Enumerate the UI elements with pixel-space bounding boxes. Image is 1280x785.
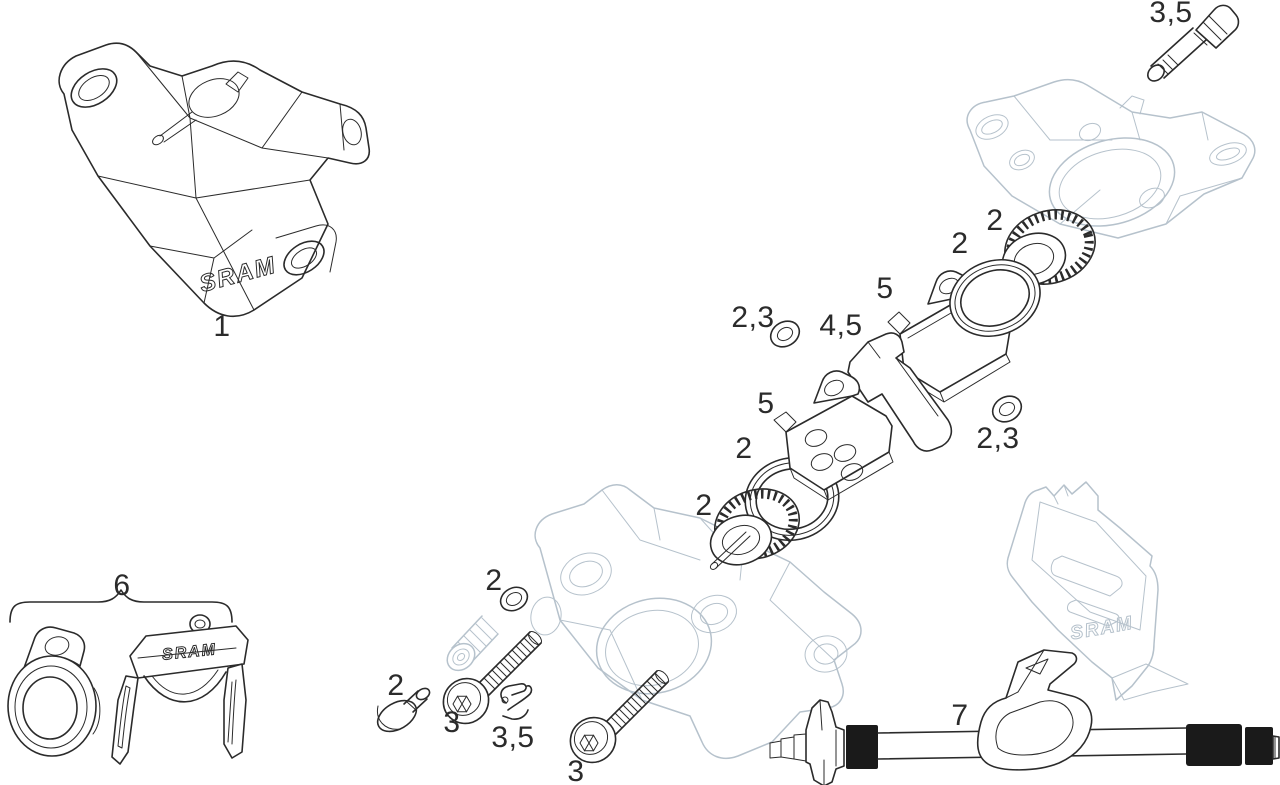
part-piston-seal-upper bbox=[949, 259, 1041, 337]
callout-pad-spacer-kit: 6 bbox=[113, 569, 130, 602]
callout-brake-pad-right: 5 bbox=[876, 272, 893, 305]
part-brake-pad-left bbox=[773, 370, 894, 501]
part-pad-spacer-kit bbox=[7, 589, 249, 765]
callout-piston-upper: 2 bbox=[986, 204, 1003, 237]
knurled-collar bbox=[846, 725, 878, 769]
callout-pad-pin-bolt: 3,5 bbox=[1149, 0, 1192, 29]
part-caliper-half-outer bbox=[966, 78, 1256, 239]
callout-brake-pad-left: 5 bbox=[757, 387, 774, 420]
callout-pin-plug: 2 bbox=[387, 669, 404, 702]
backplate-hole bbox=[804, 429, 828, 447]
pushrod bbox=[159, 111, 197, 143]
banjo-fitting bbox=[342, 118, 362, 146]
part-mount-bolt-1 bbox=[442, 631, 542, 725]
part-washer-left bbox=[769, 320, 801, 348]
coupler-body bbox=[1186, 724, 1242, 766]
bore-opening bbox=[595, 597, 713, 695]
bolt-head bbox=[442, 677, 490, 725]
part-caliper-assembly bbox=[58, 42, 371, 318]
piston-knurl bbox=[716, 489, 798, 559]
part-pad-pin-bolt bbox=[1147, 4, 1240, 82]
callout-mount-bolt-2: 3 bbox=[567, 755, 584, 785]
threaded-tip bbox=[1272, 735, 1280, 760]
mount-ear-hole bbox=[975, 114, 1009, 140]
part-piston-lower bbox=[709, 488, 801, 570]
part-bleed-hose-assembly bbox=[769, 649, 1280, 785]
thumb-knob bbox=[805, 699, 845, 785]
callout-bleed-o-ring: 2 bbox=[485, 564, 502, 597]
brand-logo-1: SRAM bbox=[161, 641, 218, 664]
kit-brace bbox=[9, 589, 233, 623]
callout-piston-seal-lower: 2 bbox=[735, 432, 752, 465]
pad-tab bbox=[813, 370, 861, 404]
callout-bleed-hose-assembly: 7 bbox=[951, 699, 968, 732]
part-bleed-o-ring bbox=[499, 586, 529, 612]
part-washer-right bbox=[991, 395, 1023, 423]
coupler-knurl bbox=[1245, 727, 1273, 765]
callout-washer-right: 2,3 bbox=[976, 422, 1019, 455]
part-bleed-screw bbox=[446, 615, 499, 672]
callout-retainer-clip: 3,5 bbox=[491, 721, 534, 754]
hose-port bbox=[804, 635, 848, 673]
callout-piston-lower: 2 bbox=[695, 489, 712, 522]
callout-caliper-assembly: 1 bbox=[213, 310, 230, 343]
part-pad-spring bbox=[847, 332, 953, 452]
part-pad-spacer-plate bbox=[1006, 481, 1189, 701]
callout-washer-left: 2,3 bbox=[731, 301, 774, 334]
bore-opening bbox=[1048, 137, 1176, 227]
hose-clip bbox=[976, 649, 1093, 771]
hose-fitting-tip bbox=[769, 733, 807, 762]
part-transport-clip bbox=[111, 614, 249, 765]
part-retainer-clip bbox=[500, 683, 533, 720]
mount-ear-hole bbox=[70, 68, 118, 108]
callout-piston-seal-upper: 2 bbox=[951, 227, 968, 260]
part-grommet bbox=[7, 626, 101, 757]
callout-pad-spring: 4,5 bbox=[819, 309, 862, 342]
callout-mount-bolt-1: 3 bbox=[443, 706, 460, 739]
part-pin-plug bbox=[376, 687, 431, 733]
